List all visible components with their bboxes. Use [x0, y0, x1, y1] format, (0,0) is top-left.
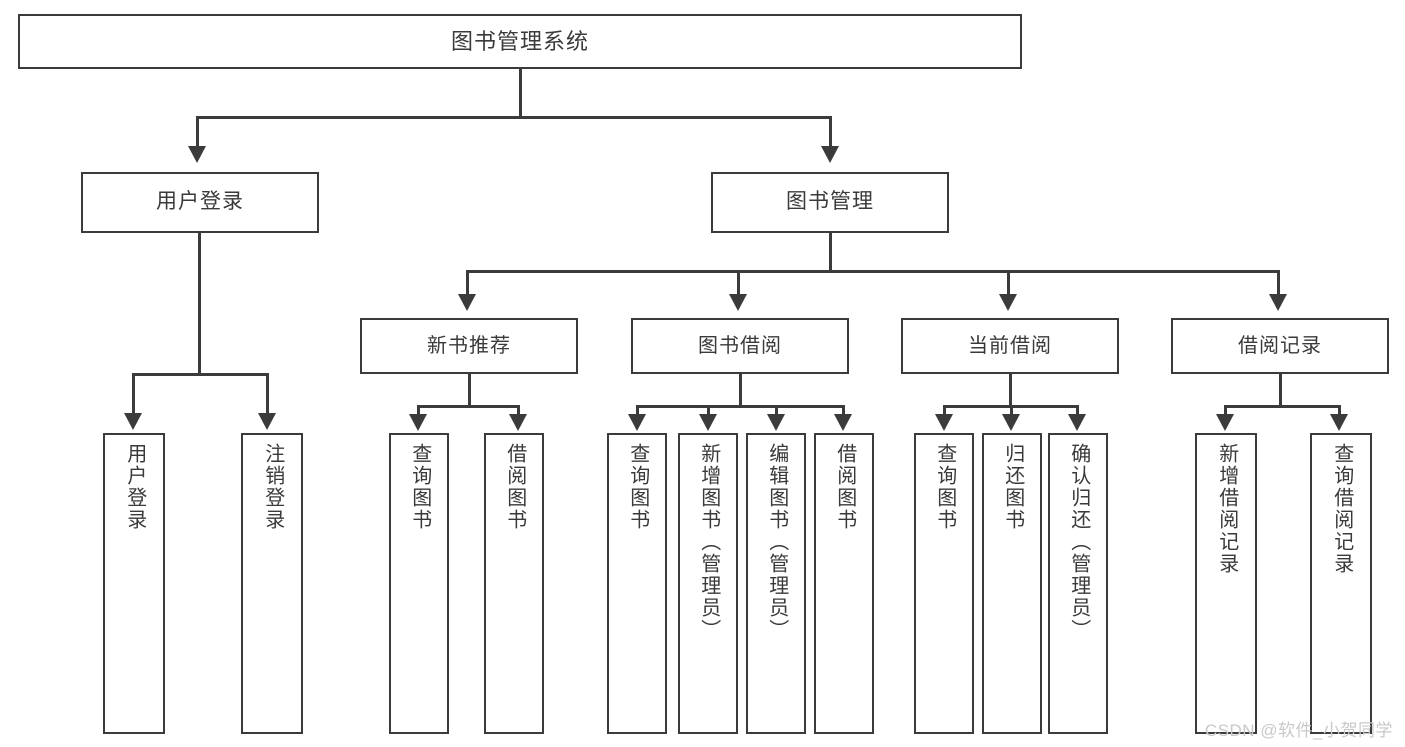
node-label: 图书管理 — [786, 190, 874, 214]
connector-drop-leaf-2 — [417, 405, 420, 417]
node-root-book-management-system[interactable]: 图书管理系统 — [18, 14, 1022, 69]
node-label: 借阅记录 — [1238, 334, 1322, 357]
node-book-management[interactable]: 图书管理 — [711, 172, 949, 233]
arrowhead-leaf-2 — [409, 414, 427, 431]
connector-user-login-stem — [198, 233, 201, 375]
connector-drop-leaf-1 — [266, 373, 269, 415]
connector-root-bus — [196, 116, 832, 119]
arrowhead-book-borrow — [729, 294, 747, 311]
arrowhead-leaf-10 — [1068, 414, 1086, 431]
arrowhead-leaf-9 — [1002, 414, 1020, 431]
arrowhead-current-borrow — [999, 294, 1017, 311]
connector-drop-leaf-4 — [636, 405, 639, 417]
arrowhead-user-login — [188, 146, 206, 163]
connector-drop-leaf-6 — [775, 405, 778, 417]
connector-drop-book-borrow — [737, 270, 740, 296]
leaf-return-book[interactable]: 归还图书 — [982, 433, 1042, 734]
node-label: 归还图书 — [1001, 443, 1024, 531]
arrowhead-leaf-8 — [935, 414, 953, 431]
arrowhead-leaf-4 — [628, 414, 646, 431]
connector-drop-leaf-10 — [1076, 405, 1079, 417]
connector-drop-leaf-0 — [132, 373, 135, 415]
connector-drop-user-login — [196, 116, 199, 148]
leaf-user-login[interactable]: 用户登录 — [103, 433, 165, 734]
connector-drop-borrow-records — [1277, 270, 1280, 296]
node-user-login[interactable]: 用户登录 — [81, 172, 319, 233]
connector-book-borrow-bus — [636, 405, 844, 408]
connector-book-borrow-stem — [739, 374, 742, 407]
connector-new-books-bus — [417, 405, 520, 408]
connector-drop-leaf-12 — [1338, 405, 1341, 417]
node-current-borrow[interactable]: 当前借阅 — [901, 318, 1119, 374]
node-label: 图书借阅 — [698, 334, 782, 357]
connector-drop-current-borrow — [1007, 270, 1010, 296]
csdn-watermark: CSDN @软件_小贺同学 — [1204, 721, 1393, 740]
node-label: 用户登录 — [156, 190, 244, 214]
leaf-add-borrow-record[interactable]: 新增借阅记录 — [1195, 433, 1257, 734]
arrowhead-leaf-7 — [834, 414, 852, 431]
connector-user-login-bus — [132, 373, 269, 376]
connector-level3-bus — [466, 270, 1280, 273]
node-label: 查询借阅记录 — [1330, 443, 1353, 575]
node-label: 查询图书 — [408, 443, 431, 531]
connector-book-management-stem — [829, 233, 832, 272]
node-label: 新增图书（管理员） — [697, 443, 720, 641]
leaf-confirm-return-admin[interactable]: 确认归还（管理员） — [1048, 433, 1108, 734]
connector-drop-leaf-3 — [517, 405, 520, 417]
arrowhead-leaf-5 — [699, 414, 717, 431]
connector-drop-leaf-5 — [707, 405, 710, 417]
leaf-query-borrow-record[interactable]: 查询借阅记录 — [1310, 433, 1372, 734]
leaf-logout[interactable]: 注销登录 — [241, 433, 303, 734]
node-label: 新增借阅记录 — [1215, 443, 1238, 575]
node-label: 确认归还（管理员） — [1067, 443, 1090, 641]
connector-borrow-record-bus — [1224, 405, 1340, 408]
arrowhead-leaf-0 — [124, 413, 142, 430]
leaf-edit-book-admin[interactable]: 编辑图书（管理员） — [746, 433, 806, 734]
arrowhead-leaf-1 — [258, 413, 276, 430]
node-label: 图书管理系统 — [450, 28, 589, 54]
arrowhead-leaf-11 — [1216, 414, 1234, 431]
arrowhead-new-books — [458, 294, 476, 311]
node-label: 新书推荐 — [427, 334, 511, 357]
node-borrow-record[interactable]: 借阅记录 — [1171, 318, 1389, 374]
arrowhead-book-management — [821, 146, 839, 163]
leaf-query-books-current[interactable]: 查询图书 — [914, 433, 974, 734]
leaf-query-books-recommend[interactable]: 查询图书 — [389, 433, 449, 734]
leaf-add-book-admin[interactable]: 新增图书（管理员） — [678, 433, 738, 734]
node-label: 用户登录 — [123, 443, 146, 531]
arrowhead-leaf-3 — [509, 414, 527, 431]
connector-drop-leaf-8 — [943, 405, 946, 417]
node-label: 查询图书 — [626, 443, 649, 531]
node-label: 借阅图书 — [833, 443, 856, 531]
leaf-query-books-borrow[interactable]: 查询图书 — [607, 433, 667, 734]
node-label: 注销登录 — [261, 443, 284, 531]
connector-drop-leaf-11 — [1224, 405, 1227, 417]
node-label: 当前借阅 — [968, 334, 1052, 357]
arrowhead-leaf-6 — [767, 414, 785, 431]
connector-drop-leaf-7 — [842, 405, 845, 417]
connector-drop-leaf-9 — [1010, 405, 1013, 417]
leaf-borrow-book[interactable]: 借阅图书 — [814, 433, 874, 734]
arrowhead-borrow-records — [1269, 294, 1287, 311]
leaf-borrow-books-recommend[interactable]: 借阅图书 — [484, 433, 544, 734]
connector-root-stem — [519, 69, 522, 118]
node-label: 借阅图书 — [503, 443, 526, 531]
arrowhead-leaf-12 — [1330, 414, 1348, 431]
connector-new-books-stem — [468, 374, 471, 407]
node-book-borrow[interactable]: 图书借阅 — [631, 318, 849, 374]
node-label: 编辑图书（管理员） — [765, 443, 788, 641]
node-new-book-recommend[interactable]: 新书推荐 — [360, 318, 578, 374]
connector-borrow-record-stem — [1279, 374, 1282, 407]
node-label: 查询图书 — [933, 443, 956, 531]
connector-current-borrow-stem — [1009, 374, 1012, 407]
connector-drop-new-books — [466, 270, 469, 296]
connector-drop-book-management — [829, 116, 832, 148]
